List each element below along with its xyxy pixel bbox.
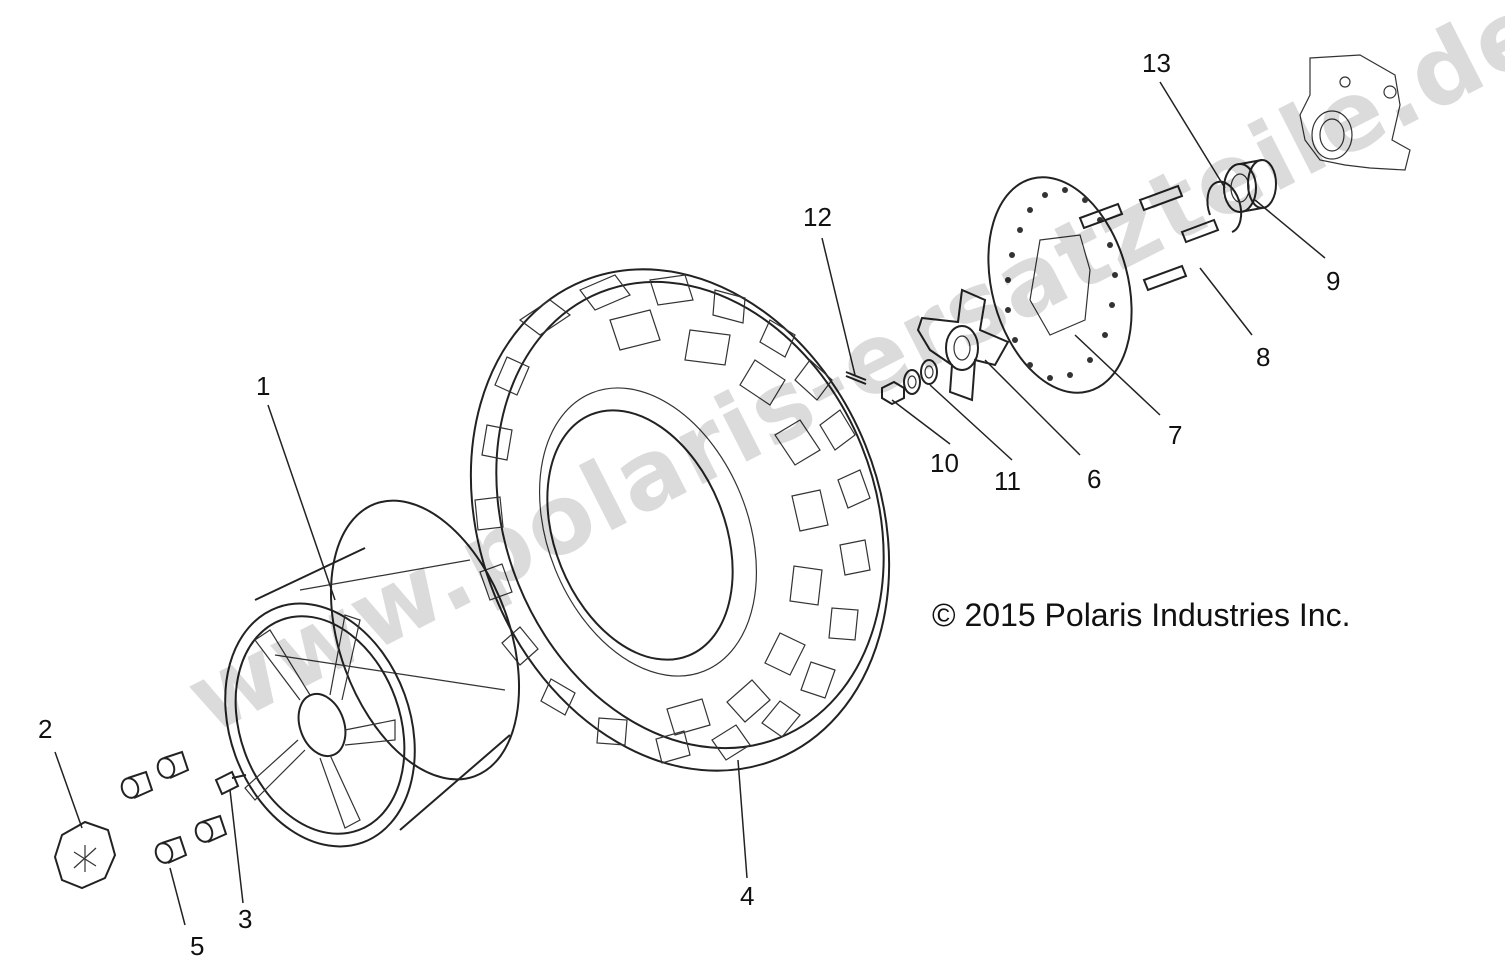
- cotter-pin-drawing: [845, 371, 867, 385]
- leader-lines: [54, 81, 1326, 926]
- valve-stem-drawing: [214, 770, 247, 796]
- callout-13: 13: [1142, 48, 1171, 78]
- brake-disc-drawing: [987, 176, 1133, 394]
- callout-labels: 1 2 3 4 5 6 7 8 9 10 11 12 13: [38, 48, 1340, 961]
- bearing-drawing: [1223, 159, 1277, 213]
- nut-drawing: [881, 380, 905, 406]
- snap-ring-drawing: [1206, 180, 1243, 233]
- wheel-hub-drawing: [916, 288, 1010, 402]
- callout-12: 12: [803, 202, 832, 232]
- bolts-drawing: [1078, 184, 1220, 292]
- watermark-text: www.polaris-ersatzteile.de: [170, 0, 1505, 755]
- callout-6: 6: [1087, 464, 1101, 494]
- callout-11: 11: [994, 466, 1021, 496]
- callout-8: 8: [1256, 342, 1270, 372]
- callout-10: 10: [930, 448, 959, 478]
- wheel-rim-drawing: [224, 499, 521, 848]
- callout-2: 2: [38, 714, 52, 744]
- callout-3: 3: [238, 904, 252, 934]
- lug-nuts-drawing: [120, 750, 228, 864]
- washers-drawing: [903, 359, 938, 395]
- hub-cap-drawing: [53, 820, 117, 890]
- callout-9: 9: [1326, 266, 1340, 296]
- tire-drawing: [469, 268, 891, 772]
- callout-4: 4: [740, 881, 754, 911]
- callout-7: 7: [1168, 420, 1182, 450]
- callout-1: 1: [256, 371, 270, 401]
- copyright-notice: © 2015 Polaris Industries Inc.: [932, 597, 1350, 633]
- callout-5: 5: [190, 931, 204, 961]
- knuckle-drawing: [1299, 54, 1411, 171]
